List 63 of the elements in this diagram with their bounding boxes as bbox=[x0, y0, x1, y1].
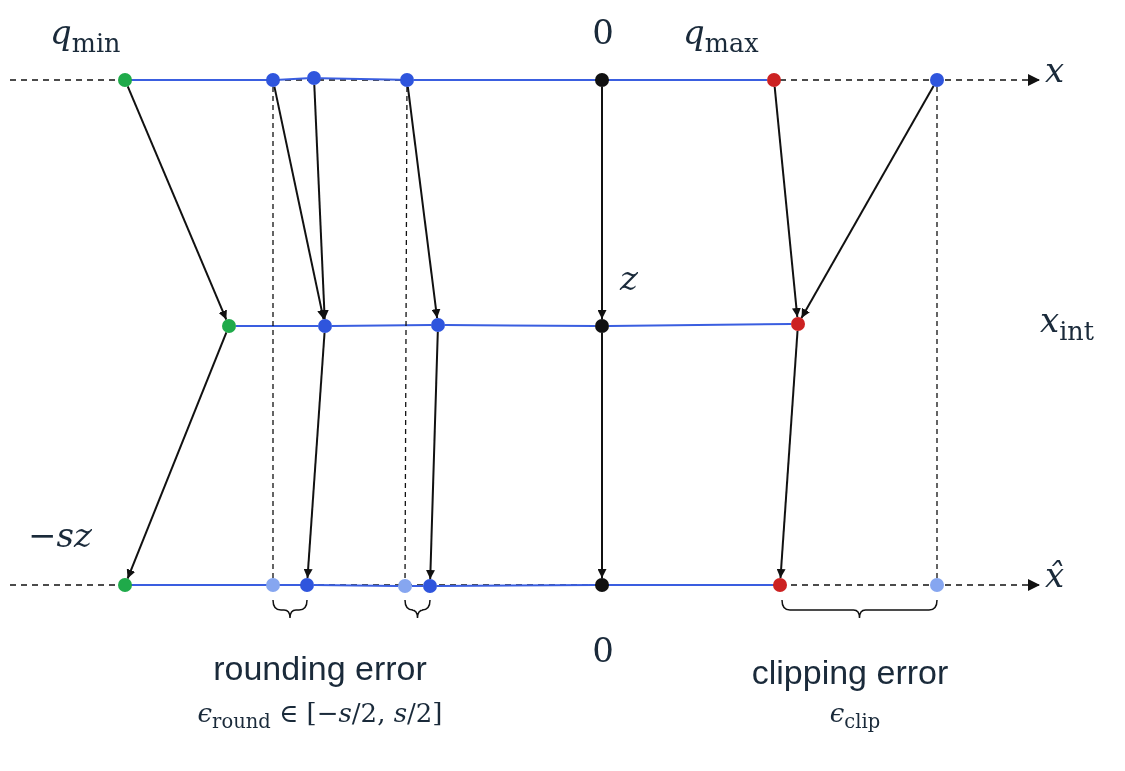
number-line bbox=[235, 325, 319, 327]
math-label: −sz bbox=[28, 515, 92, 556]
math-label: ϵ$_{round}$ ∈ [−s/2, s/2] bbox=[197, 698, 443, 734]
math-label: x$_{int}$ bbox=[1040, 300, 1094, 347]
point-dot bbox=[118, 578, 132, 592]
point-dot bbox=[266, 73, 280, 87]
arrow bbox=[313, 84, 329, 320]
arrow bbox=[126, 85, 228, 321]
number-line bbox=[131, 79, 267, 81]
number-line bbox=[608, 323, 792, 327]
arrow bbox=[800, 85, 935, 319]
point-dot bbox=[773, 578, 787, 592]
point-dot bbox=[791, 317, 805, 331]
point-dot bbox=[431, 318, 445, 332]
point-dot bbox=[400, 73, 414, 87]
arrow bbox=[776, 330, 799, 579]
point-dot bbox=[300, 578, 314, 592]
arrow bbox=[126, 331, 228, 580]
math-label: x bbox=[1045, 50, 1065, 91]
number-line bbox=[608, 79, 768, 81]
point-dot bbox=[767, 73, 781, 87]
number-line bbox=[279, 77, 308, 81]
number-line bbox=[279, 584, 301, 586]
math-label: q$_{min}$ bbox=[50, 12, 121, 59]
arrow bbox=[273, 85, 327, 321]
number-line bbox=[411, 585, 424, 587]
math-label: z bbox=[620, 258, 638, 299]
dashed-line bbox=[404, 86, 408, 580]
point-dot bbox=[318, 319, 332, 333]
point-dot bbox=[595, 578, 609, 592]
error-label: rounding error bbox=[213, 648, 427, 689]
point-dot bbox=[307, 71, 321, 85]
number-line bbox=[413, 79, 596, 81]
math-label: 0 bbox=[592, 12, 614, 53]
arrow bbox=[597, 86, 607, 320]
point-dot bbox=[423, 579, 437, 593]
point-dot bbox=[595, 73, 609, 87]
number-line bbox=[444, 324, 596, 327]
arrow bbox=[773, 85, 801, 319]
number-line bbox=[313, 584, 399, 587]
point-dot bbox=[222, 319, 236, 333]
point-dot bbox=[118, 73, 132, 87]
math-label: x̂ bbox=[1045, 555, 1065, 596]
dashed-line bbox=[272, 86, 274, 579]
arrow bbox=[426, 331, 439, 580]
math-label: ϵ$_{clip}$ bbox=[829, 698, 881, 734]
math-label: q$_{max}$ bbox=[683, 12, 759, 59]
math-label: 0 bbox=[592, 630, 614, 671]
point-dot bbox=[930, 578, 944, 592]
number-line bbox=[331, 324, 432, 327]
arrow bbox=[406, 85, 441, 320]
arrow bbox=[597, 332, 607, 579]
point-dot bbox=[930, 73, 944, 87]
number-line bbox=[320, 77, 401, 81]
arrow bbox=[303, 332, 326, 579]
number-line bbox=[608, 584, 774, 586]
point-dot bbox=[266, 578, 280, 592]
point-dot bbox=[595, 319, 609, 333]
point-dot bbox=[398, 579, 412, 593]
error-label: clipping error bbox=[751, 652, 949, 693]
dashed-line bbox=[936, 86, 938, 579]
number-line bbox=[436, 584, 596, 587]
number-line bbox=[131, 584, 267, 586]
